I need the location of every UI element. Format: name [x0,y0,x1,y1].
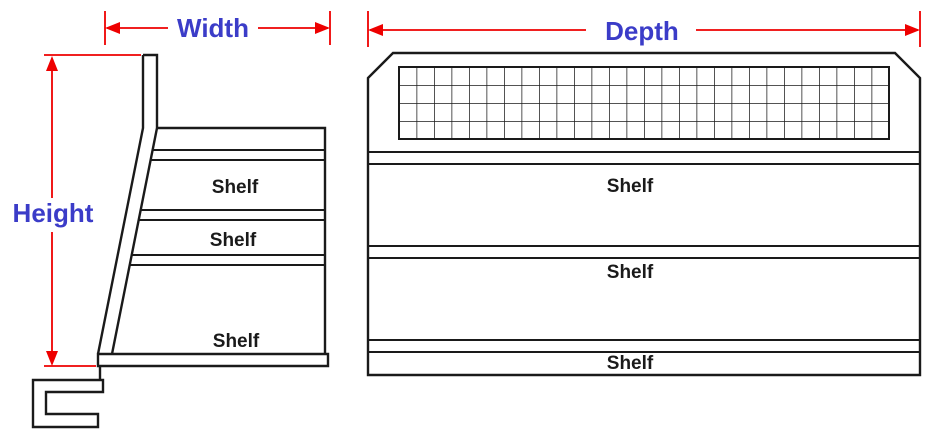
front-view-shelf-lines [368,151,920,353]
height-arrowhead-bottom [46,351,58,366]
side-view-shelf-lines [130,149,325,266]
depth-arrowhead-right [905,24,920,36]
height-label: Height [13,198,94,228]
side-shelf-label-2: Shelf [210,230,257,251]
side-shelf-label-1: Shelf [212,177,259,198]
depth-label: Depth [605,16,679,46]
height-dimension: Height [13,54,141,367]
side-view-outline [96,53,330,368]
depth-dimension: Depth [367,11,921,47]
front-view: Shelf Shelf Shelf [366,51,922,377]
side-view: Shelf Shelf Shelf [31,53,330,429]
height-arrowhead-top [46,56,58,71]
front-shelf-label-2: Shelf [607,262,654,283]
width-dimension: Width [104,11,331,45]
width-arrowhead-left [105,22,120,34]
width-arrowhead-right [315,22,330,34]
side-shelf-label-3: Shelf [213,331,260,352]
depth-extension-lines [367,11,921,47]
front-view-outline [366,51,922,377]
width-label: Width [177,13,249,43]
front-shelf-label-3: Shelf [607,353,654,374]
depth-arrowhead-left [368,24,383,36]
mesh-grid [398,66,890,140]
front-shelf-label-1: Shelf [607,176,654,197]
height-extension-lines [44,54,141,367]
floor-bracket [31,366,105,429]
